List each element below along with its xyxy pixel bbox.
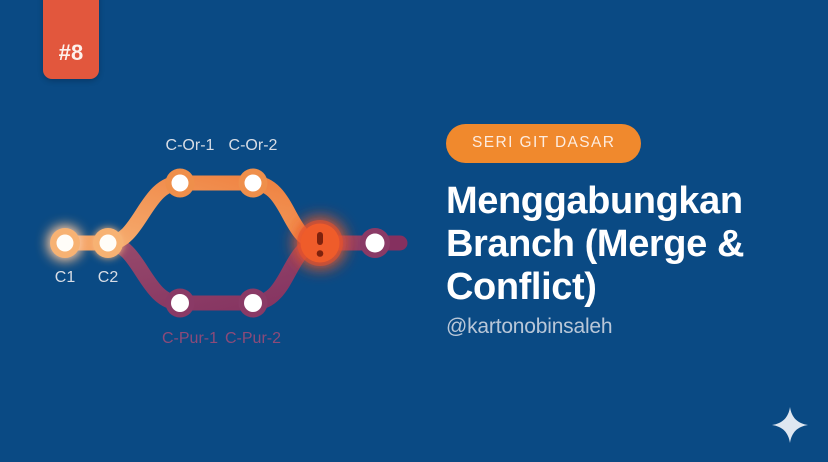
- page-title: Menggabungkan Branch (Merge & Conflict): [446, 179, 745, 309]
- commit-label-cpur2: C-Pur-2: [225, 330, 281, 347]
- commit-node-cor1[interactable]: [165, 168, 195, 198]
- sparkle-icon: [770, 405, 810, 445]
- text-column: SERI GIT DASAR Menggabungkan Branch (Mer…: [446, 124, 818, 340]
- git-branch-diagram: C1 C2 C-Or-1 C-Or-2 C-Pur-1 C-Pur-2: [0, 110, 440, 370]
- merge-conflict-node[interactable]: [297, 220, 343, 266]
- commit-node-c1[interactable]: [50, 228, 80, 258]
- episode-number: #8: [58, 40, 84, 65]
- commit-label-c2: C2: [98, 269, 119, 286]
- commit-label-cpur1: C-Pur-1: [162, 330, 218, 347]
- commit-label-cor1: C-Or-1: [166, 137, 215, 154]
- commit-node-cor2[interactable]: [238, 168, 268, 198]
- commit-label-cor2: C-Or-2: [229, 137, 278, 154]
- commit-node-cpur2[interactable]: [238, 288, 268, 318]
- commit-label-c1: C1: [55, 269, 76, 286]
- author-handle: @kartonobinsaleh: [446, 315, 613, 339]
- series-badge: SERI GIT DASAR: [446, 124, 642, 163]
- orange-branch-path: [100, 175, 328, 251]
- commit-node-c2[interactable]: [93, 228, 123, 258]
- git-graph-svg: C1 C2 C-Or-1 C-Or-2 C-Pur-1 C-Pur-2: [50, 137, 408, 347]
- commit-node-cpur1[interactable]: [165, 288, 195, 318]
- episode-badge: #8: [43, 0, 99, 79]
- commit-node-merged[interactable]: [360, 228, 390, 258]
